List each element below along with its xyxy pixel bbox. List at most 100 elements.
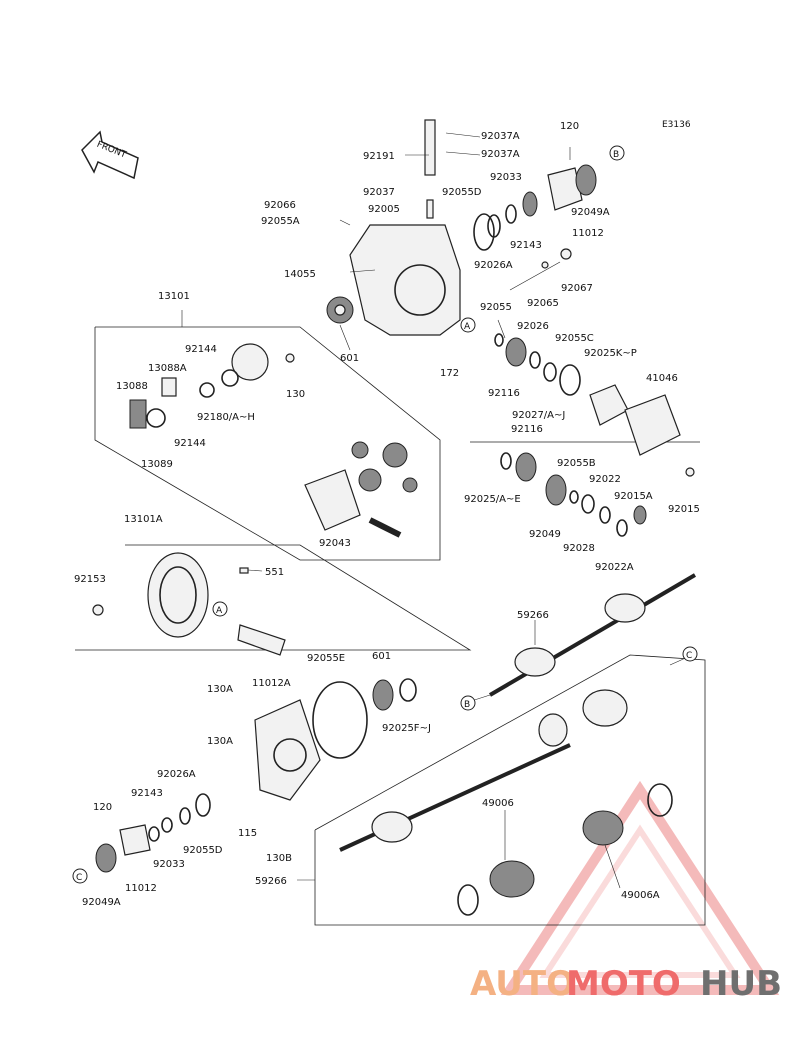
label-92144-a: 92144 <box>185 344 217 355</box>
front-arrow-icon: FRONT <box>81 130 139 180</box>
ring-92143 <box>505 204 517 224</box>
ring-gear-13101a <box>147 552 209 638</box>
oring-92055c <box>559 364 581 396</box>
label-115: 115 <box>238 828 257 839</box>
label-130: 130 <box>286 389 305 400</box>
gear-13088 <box>129 399 147 429</box>
watermark-part1: AUTO <box>470 964 575 1004</box>
label-92049a-lower: 92049A <box>82 897 121 908</box>
shim-92025f <box>399 678 417 702</box>
label-92116-a: 92116 <box>488 388 520 399</box>
gasket-92025k <box>589 384 629 426</box>
label-130b: 130B <box>266 853 292 864</box>
diagram-code: E3136 <box>662 120 691 130</box>
label-92049a: 92049A <box>571 207 610 218</box>
label-59266-upper: 59266 <box>517 610 549 621</box>
svg-text:A: A <box>216 606 223 616</box>
label-92055e: 92055E <box>307 653 345 664</box>
label-92037a-2: 92037A <box>481 149 520 160</box>
label-92049: 92049 <box>529 529 561 540</box>
label-92026: 92026 <box>517 321 549 332</box>
oring-92055 <box>494 333 504 347</box>
label-130a-1: 130A <box>207 684 233 695</box>
label-172: 172 <box>440 368 459 379</box>
bolt-92153 <box>92 604 104 616</box>
bolt-130 <box>285 353 295 363</box>
label-92043: 92043 <box>319 538 351 549</box>
label-13089: 13089 <box>141 459 173 470</box>
label-92025f: 92025F~J <box>382 723 431 734</box>
oring-92055d-lower <box>195 793 211 817</box>
label-92025: 92025/A~E <box>464 494 521 505</box>
box-59266 <box>314 654 706 926</box>
label-92026a: 92026A <box>474 260 513 271</box>
box-13101 <box>94 326 441 561</box>
pinion-shaft <box>237 624 286 656</box>
washer-92180 <box>221 369 239 387</box>
label-92025k: 92025K~P <box>584 348 637 359</box>
case-13101 <box>304 469 361 531</box>
label-92055d: 92055D <box>442 187 482 198</box>
bearing-601-lower <box>372 679 394 711</box>
label-551: 551 <box>265 567 284 578</box>
pin-551 <box>239 567 249 574</box>
pin-92043 <box>368 517 402 538</box>
pinion-gear-a <box>358 468 382 492</box>
bearing-92116 <box>505 337 527 367</box>
boot-49006a <box>582 810 624 846</box>
label-92116-b: 92116 <box>511 424 543 435</box>
label-92015: 92015 <box>668 504 700 515</box>
label-59266-lower: 59266 <box>255 876 287 887</box>
seal-92033-lower <box>148 826 160 842</box>
label-601-upper: 601 <box>340 353 359 364</box>
label-92153: 92153 <box>74 574 106 585</box>
label-13101a: 13101A <box>124 514 163 525</box>
label-11012-lower: 11012 <box>125 883 157 894</box>
shim-92027 <box>543 362 557 382</box>
label-92143: 92143 <box>510 240 542 251</box>
cover-41046 <box>624 394 681 456</box>
shaft-59266-upper <box>488 573 697 697</box>
boot-49006 <box>489 860 535 898</box>
ring-92022a <box>616 519 628 537</box>
band-49006 <box>457 884 479 916</box>
label-120-lower: 120 <box>93 802 112 813</box>
label-49006a: 49006A <box>621 890 660 901</box>
label-92033: 92033 <box>490 172 522 183</box>
watermark-part3: HUB <box>700 964 782 1004</box>
label-13088: 13088 <box>116 381 148 392</box>
label-92143-lower: 92143 <box>131 788 163 799</box>
boot-59266-inner <box>514 647 556 677</box>
label-92033-lower: 92033 <box>153 859 185 870</box>
bracket-11012-lower <box>119 824 151 856</box>
bolt-92015 <box>685 467 695 477</box>
label-11012: 11012 <box>572 228 604 239</box>
label-92055c: 92055C <box>555 333 594 344</box>
callout-a-upper: A <box>460 317 476 333</box>
label-130a-2: 130A <box>207 736 233 747</box>
pinion-gear-b <box>382 442 408 468</box>
side-gear <box>351 441 369 459</box>
label-92180: 92180/A~H <box>197 412 255 423</box>
label-14055: 14055 <box>284 269 316 280</box>
bearing-92116-b <box>515 452 537 482</box>
housing-bore <box>394 264 446 316</box>
label-92027: 92027/A~J <box>512 410 565 421</box>
housing-14055 <box>349 224 461 336</box>
label-92191: 92191 <box>363 151 395 162</box>
label-13101: 13101 <box>158 291 190 302</box>
svg-text:C: C <box>76 873 82 883</box>
label-41046: 41046 <box>646 373 678 384</box>
washer-92026 <box>529 351 541 369</box>
label-92015a: 92015A <box>614 491 653 502</box>
flange-92144 <box>231 343 269 381</box>
label-92022: 92022 <box>589 474 621 485</box>
label-92055b: 92055B <box>557 458 596 469</box>
box-13101a <box>75 544 472 651</box>
label-13088a: 13088A <box>148 363 187 374</box>
housing-11012a <box>254 699 321 801</box>
label-92028: 92028 <box>563 543 595 554</box>
oring-92055e <box>312 681 368 759</box>
svg-text:B: B <box>613 150 619 160</box>
